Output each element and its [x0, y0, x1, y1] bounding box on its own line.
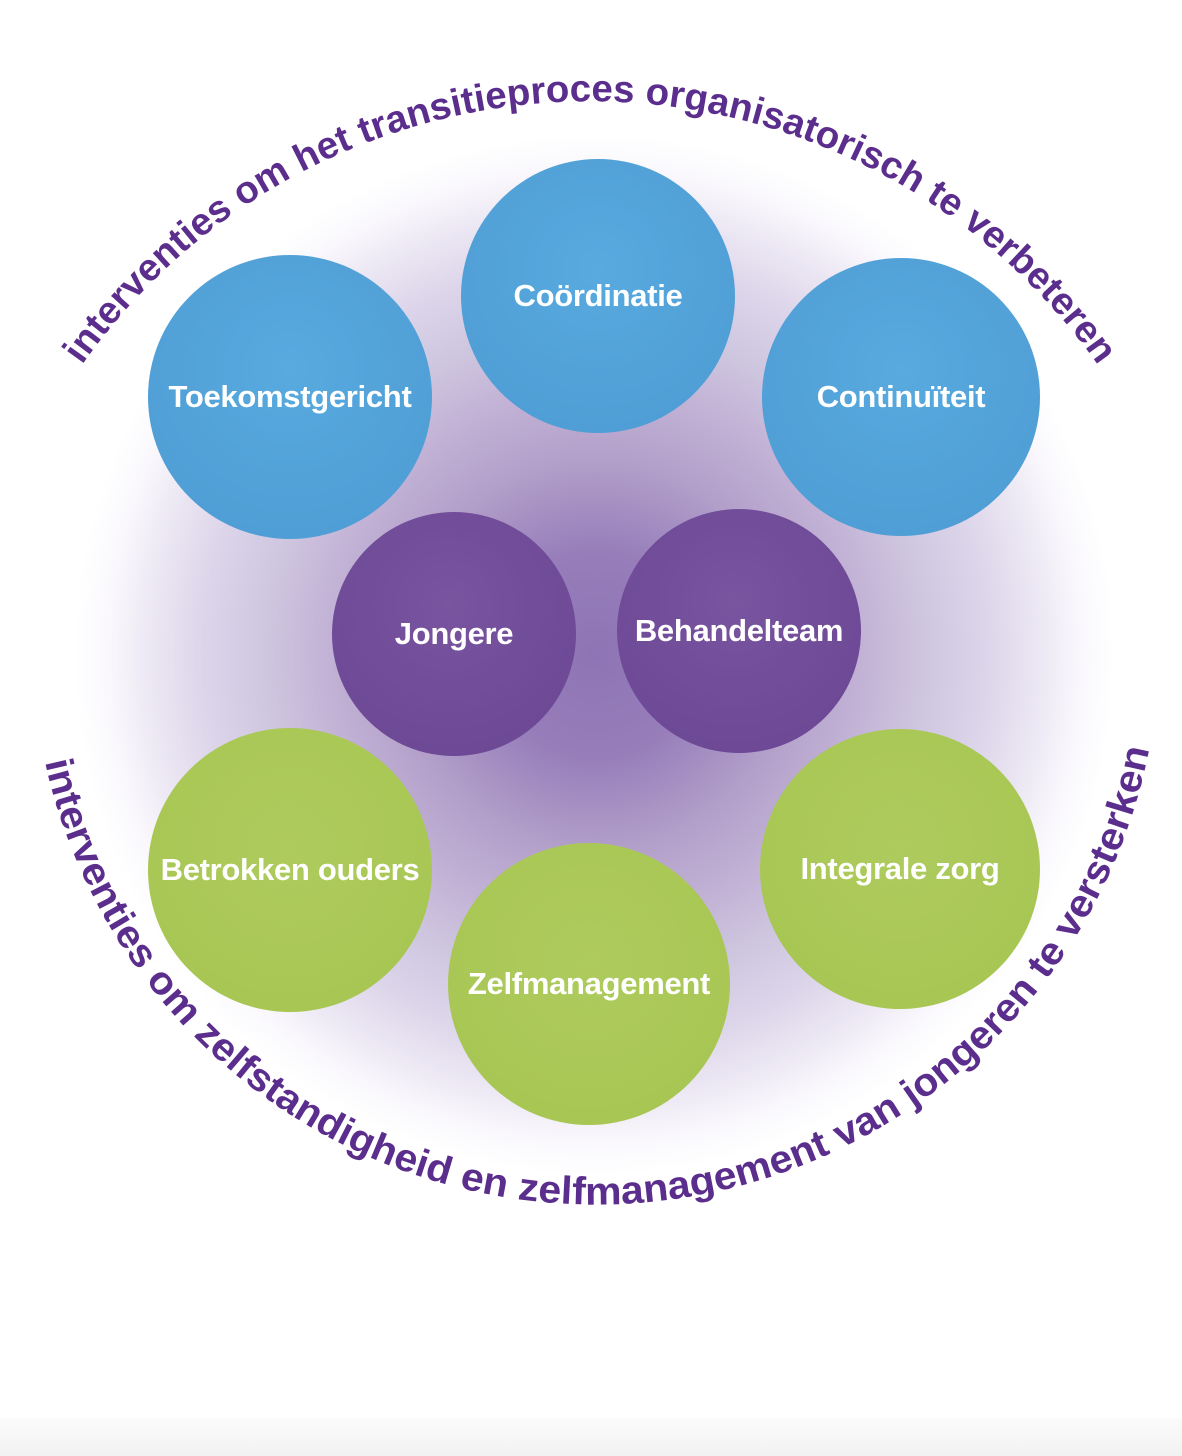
circle-label-continuiteit: Continuïteit	[816, 378, 986, 414]
circle-zelfmanagement: Zelfmanagement	[448, 843, 730, 1125]
circle-continuiteit: Continuïteit	[762, 258, 1040, 536]
circle-label-toekomstgericht: Toekomstgericht	[168, 378, 412, 414]
circle-label-jongere: Jongere	[394, 615, 514, 651]
circle-label-betrokken-ouders: Betrokken ouders	[160, 851, 420, 887]
circle-integrale-zorg: Integrale zorg	[760, 729, 1040, 1009]
circle-label-behandelteam: Behandelteam	[634, 612, 844, 648]
circle-betrokken-ouders: Betrokken ouders	[148, 728, 432, 1012]
circle-toekomstgericht: Toekomstgericht	[148, 255, 432, 539]
circle-label-coordinatie: Coördinatie	[513, 277, 683, 313]
circle-label-integrale-zorg: Integrale zorg	[800, 850, 1000, 886]
circle-coordinatie: Coördinatie	[461, 159, 735, 433]
circle-label-zelfmanagement: Zelfmanagement	[467, 965, 711, 1001]
circle-jongere: Jongere	[332, 512, 576, 756]
footer-band	[0, 1418, 1182, 1456]
circle-behandelteam: Behandelteam	[617, 509, 861, 753]
